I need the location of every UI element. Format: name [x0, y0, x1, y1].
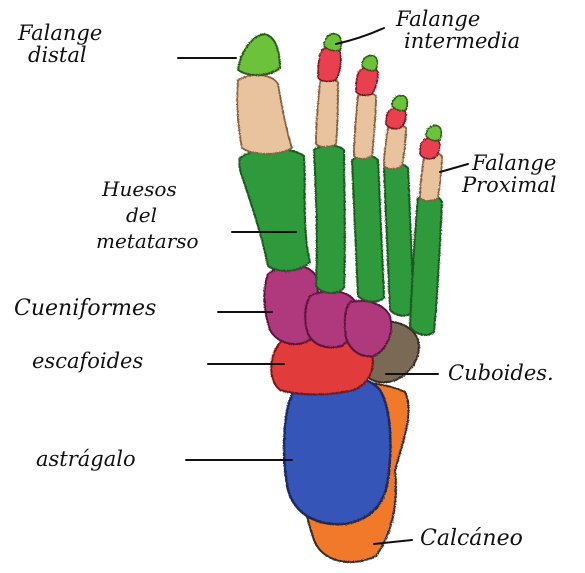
label-falange-proximal: Falange Proximal — [462, 152, 557, 196]
label-falange-intermedia-line1: Falange — [396, 8, 520, 30]
proximal-phalanx-3 — [354, 93, 376, 159]
proximal-phalanx-4 — [384, 125, 406, 169]
distal-phalanx-3 — [362, 55, 377, 70]
label-falange-proximal-line1: Falange — [472, 152, 557, 174]
lateral-cuneiform — [345, 301, 391, 357]
label-falange-distal-line2: distal — [28, 44, 102, 66]
metatarsal-3 — [352, 156, 384, 302]
label-huesos-metatarso-line3: metatarso — [96, 228, 199, 254]
metatarsal-4 — [384, 164, 414, 316]
metatarsal-1 — [239, 149, 310, 271]
label-astragalo: astrágalo — [36, 448, 136, 470]
leader-falange-intermedia — [336, 28, 384, 44]
talus-bone — [284, 375, 390, 524]
distal-phalanx-2 — [324, 34, 341, 51]
label-falange-distal-line1: Falange — [18, 22, 102, 44]
label-falange-distal: Falange distal — [18, 22, 102, 66]
label-falange-intermedia: Falange intermedia — [396, 8, 520, 52]
distal-phalanx-5 — [426, 125, 441, 140]
label-falange-intermedia-line2: intermedia — [404, 30, 520, 52]
label-huesos-metatarso: Huesos del metatarso — [96, 176, 199, 254]
label-cuboides: Cuboides. — [448, 362, 554, 384]
label-huesos-metatarso-line1: Huesos — [102, 176, 199, 202]
metatarsal-5 — [410, 195, 442, 335]
label-falange-proximal-line2: Proximal — [462, 174, 557, 196]
metatarsal-2 — [314, 146, 345, 294]
intermediate-phalanx-2 — [318, 47, 341, 81]
label-huesos-metatarso-line2: del — [126, 202, 199, 228]
label-cueniformes: Cueniformes — [14, 298, 156, 320]
label-calcaneo: Calcáneo — [420, 528, 523, 550]
label-escafoides: escafoides — [32, 350, 143, 372]
proximal-phalanx-2 — [316, 79, 338, 147]
distal-phalanx-1 — [238, 34, 280, 75]
proximal-phalanx-5 — [420, 153, 442, 201]
distal-phalanx-4 — [392, 95, 407, 110]
intermediate-phalanx-3 — [356, 67, 378, 95]
proximal-phalanx-1 — [237, 75, 292, 154]
